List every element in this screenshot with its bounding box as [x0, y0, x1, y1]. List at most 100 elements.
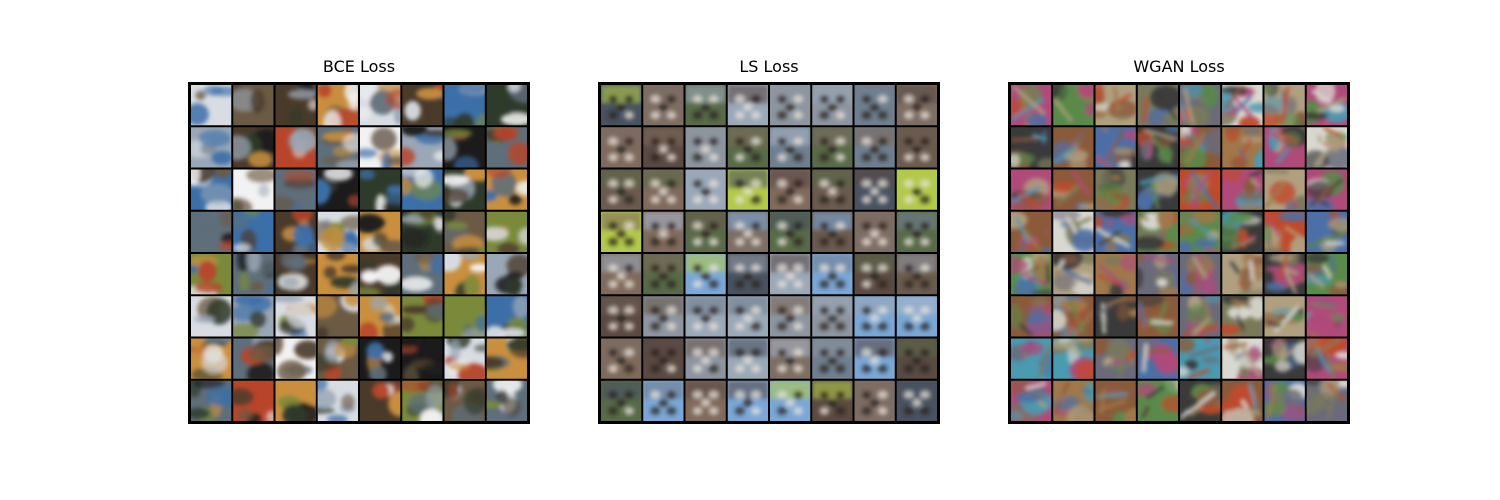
sample-tile — [233, 338, 274, 379]
sample-tile — [1137, 338, 1178, 379]
sample-tile — [1011, 296, 1052, 337]
sample-tile — [854, 169, 895, 210]
sample-tile — [1264, 338, 1305, 379]
bce-loss-panel: BCE Loss — [188, 54, 530, 424]
sample-tile — [1306, 211, 1347, 252]
sample-tile — [317, 380, 358, 421]
sample-tile — [812, 296, 853, 337]
sample-tile — [1222, 127, 1263, 168]
sample-tile — [896, 380, 937, 421]
sample-tile — [643, 85, 684, 126]
sample-tile — [1053, 211, 1094, 252]
sample-tile — [643, 211, 684, 252]
sample-tile — [486, 296, 527, 337]
sample-tile — [685, 85, 726, 126]
sample-tile — [1053, 380, 1094, 421]
sample-tile — [486, 380, 527, 421]
sample-tile — [1180, 127, 1221, 168]
sample-tile — [601, 127, 642, 168]
sample-tile — [896, 169, 937, 210]
sample-tile — [317, 338, 358, 379]
sample-tile — [233, 254, 274, 295]
panel-title: WGAN Loss — [1133, 57, 1225, 76]
sample-tile — [317, 85, 358, 126]
sample-tile — [812, 254, 853, 295]
sample-tile — [1222, 254, 1263, 295]
sample-tile — [727, 296, 768, 337]
sample-tile — [1011, 380, 1052, 421]
sample-tile — [360, 338, 401, 379]
sample-tile — [770, 338, 811, 379]
sample-tile — [360, 211, 401, 252]
sample-tile — [360, 169, 401, 210]
sample-tile — [275, 338, 316, 379]
sample-tile — [1264, 85, 1305, 126]
sample-tile — [601, 85, 642, 126]
sample-tile — [1306, 127, 1347, 168]
sample-tile — [402, 169, 443, 210]
sample-tile — [685, 296, 726, 337]
sample-tile — [444, 85, 485, 126]
sample-tile — [1222, 211, 1263, 252]
sample-tile — [233, 127, 274, 168]
sample-tile — [317, 211, 358, 252]
sample-tile — [854, 254, 895, 295]
sample-tile — [1137, 169, 1178, 210]
sample-tile — [685, 127, 726, 168]
sample-tile — [1222, 338, 1263, 379]
sample-tile — [1011, 211, 1052, 252]
sample-tile — [1095, 254, 1136, 295]
sample-tile — [1095, 85, 1136, 126]
sample-tile — [685, 380, 726, 421]
sample-tile — [1222, 85, 1263, 126]
sample-tile — [770, 254, 811, 295]
sample-tile — [601, 254, 642, 295]
sample-tile — [444, 338, 485, 379]
sample-tile — [1306, 169, 1347, 210]
sample-tile — [854, 127, 895, 168]
sample-tile — [1264, 211, 1305, 252]
sample-tile — [317, 254, 358, 295]
sample-tile — [1180, 254, 1221, 295]
sample-tile — [685, 211, 726, 252]
sample-tile — [444, 296, 485, 337]
sample-tile — [896, 127, 937, 168]
sample-tile — [275, 254, 316, 295]
sample-tile — [1137, 211, 1178, 252]
sample-tile — [486, 127, 527, 168]
sample-tile — [1306, 380, 1347, 421]
sample-tile — [643, 127, 684, 168]
sample-tile — [191, 254, 232, 295]
sample-tile — [1095, 127, 1136, 168]
ls-loss-panel: LS Loss — [598, 54, 940, 424]
sample-tile — [191, 127, 232, 168]
sample-tile — [233, 380, 274, 421]
sample-tile — [275, 296, 316, 337]
sample-tile — [1011, 127, 1052, 168]
sample-tile — [770, 85, 811, 126]
sample-tile — [601, 169, 642, 210]
sample-tile — [1011, 169, 1052, 210]
sample-tile — [1095, 169, 1136, 210]
sample-tile — [317, 127, 358, 168]
sample-tile — [486, 211, 527, 252]
sample-tile — [1053, 254, 1094, 295]
sample-tile — [854, 85, 895, 126]
sample-tile — [1095, 380, 1136, 421]
sample-tile — [360, 380, 401, 421]
sample-tile — [601, 380, 642, 421]
sample-tile — [1264, 380, 1305, 421]
sample-tile — [812, 380, 853, 421]
sample-tile — [191, 338, 232, 379]
sample-tile — [233, 169, 274, 210]
sample-tile — [233, 296, 274, 337]
sample-tile — [402, 85, 443, 126]
sample-tile — [770, 296, 811, 337]
image-grid-wgan — [1011, 85, 1347, 421]
sample-tile — [1180, 338, 1221, 379]
sample-tile — [444, 254, 485, 295]
sample-tile — [1053, 169, 1094, 210]
sample-tile — [360, 127, 401, 168]
sample-tile — [1011, 254, 1052, 295]
sample-tile — [1180, 296, 1221, 337]
